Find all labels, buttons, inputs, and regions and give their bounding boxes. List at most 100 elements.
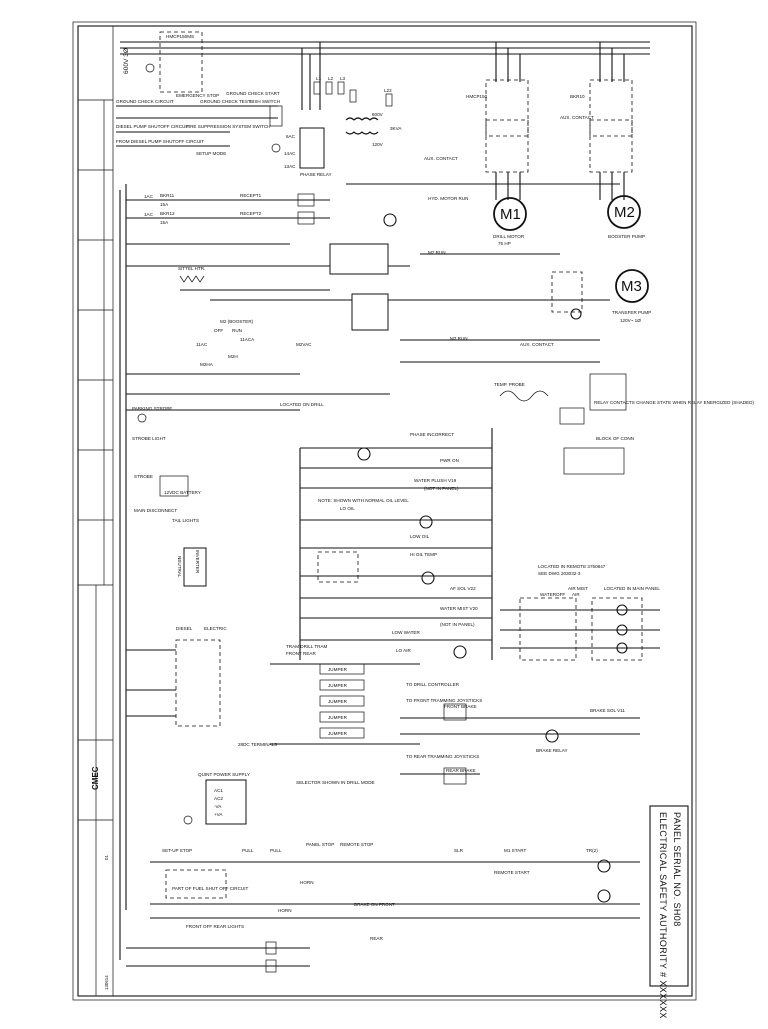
svg-text:BLOCK OF CONN: BLOCK OF CONN (596, 436, 634, 441)
lights-section: FRONT OFF REAR LIGHTS (126, 924, 310, 973)
svg-text:-VA: -VA (214, 804, 222, 809)
svg-text:TRANSFER PUMP: TRANSFER PUMP (612, 310, 651, 315)
svg-text:L2: L2 (328, 76, 334, 81)
motor-m2-id: M2 (614, 204, 635, 221)
svg-text:M1 START: M1 START (504, 848, 526, 853)
svg-text:AIR MIST: AIR MIST (568, 586, 588, 591)
svg-text:REMOTE STOP: REMOTE STOP (340, 842, 373, 847)
svg-text:TO REAR TRAMMING JOYSTICKS: TO REAR TRAMMING JOYSTICKS (406, 754, 479, 759)
svg-text:3KVA: 3KVA (390, 126, 402, 131)
gc-test: GROUND CHECK TEST (200, 99, 251, 104)
svg-text:12VDC BATTERY: 12VDC BATTERY (164, 490, 201, 495)
svg-text:13AC: 13AC (284, 164, 296, 169)
svg-text:RUN: RUN (232, 328, 242, 333)
svg-text:REAR: REAR (370, 936, 383, 941)
authority-box (649, 805, 689, 987)
svg-text:WATER: WATER (540, 592, 557, 597)
svg-text:L1: L1 (316, 76, 322, 81)
svg-text:HORN: HORN (300, 880, 314, 885)
svg-text:PHASE INCORRECT: PHASE INCORRECT (410, 432, 454, 437)
title-company: CMEC (91, 766, 100, 790)
svg-text:STROBE LIGHT: STROBE LIGHT (132, 436, 166, 441)
controller-box-1 (329, 243, 389, 275)
svg-text:STROBE: STROBE (134, 474, 153, 479)
svg-text:JUMPER: JUMPER (328, 715, 348, 720)
svg-text:TEMP. PROBE: TEMP. PROBE (494, 382, 525, 387)
inverter-label: INVERTER (195, 550, 200, 574)
svg-text:M2H: M2H (228, 354, 238, 359)
svg-text:RELAY CONTACTS CHANGE STATE WH: RELAY CONTACTS CHANGE STATE WHEN RELAY E… (594, 400, 754, 405)
motor-starters: HMCP150 M1 DRILL MOTOR 75 HP BKR10 M2 BO… (424, 42, 645, 246)
svg-text:HYD. MOTOR RUN: HYD. MOTOR RUN (428, 196, 469, 201)
svg-text:ELECTRIC: ELECTRIC (204, 626, 227, 631)
svg-text:TR(2): TR(2) (586, 848, 598, 853)
authority-line2: PANEL SERIAL NO. SH08 (672, 812, 682, 927)
svg-text:JUMPER: JUMPER (328, 731, 348, 736)
authority-line1: ELECTRICAL SAFETY AUTHORITY # XXXXXX (658, 812, 668, 1019)
svg-text:28DC TERMINALS: 28DC TERMINALS (238, 742, 277, 747)
outer-border (72, 21, 697, 1001)
svg-text:RECEPT2: RECEPT2 (240, 211, 262, 216)
svg-text:QUINT POWER SUPPLY: QUINT POWER SUPPLY (198, 772, 250, 777)
svg-text:HMCP150: HMCP150 (466, 94, 488, 99)
svg-text:SET-UP STOP: SET-UP STOP (162, 848, 192, 853)
svg-text:WATER MIST V20: WATER MIST V20 (440, 606, 478, 611)
svg-text:NEUTRAL: NEUTRAL (177, 556, 182, 578)
svg-text:REMOTE START: REMOTE START (494, 870, 530, 875)
svg-text:SLR: SLR (454, 848, 464, 853)
title-drawing-no: 130614 (104, 975, 109, 990)
svg-text:LOW OIL: LOW OIL (410, 534, 430, 539)
svg-text:TAIL LIGHTS: TAIL LIGHTS (172, 518, 199, 523)
svg-text:OFF: OFF (214, 328, 223, 333)
supply-disconnect (159, 31, 203, 93)
svg-text:NOTE: SHOWN WITH NORMAL OIL LE: NOTE: SHOWN WITH NORMAL OIL LEVEL (318, 498, 409, 503)
svg-text:DRILL MOTOR: DRILL MOTOR (493, 234, 525, 239)
bottom-rung: SET-UP STOP PULL PULL PANEL STOP REMOTE … (150, 842, 640, 941)
svg-text:14AC: 14AC (284, 151, 296, 156)
svg-text:SELECTOR SHOWN IN DRILL MODE: SELECTOR SHOWN IN DRILL MODE (296, 780, 375, 785)
supply-label: 600V 3Ø (123, 48, 130, 74)
gc-bish: BISH SWITCH (250, 99, 280, 104)
svg-text:120V~ 1Ø: 120V~ 1Ø (620, 318, 641, 323)
svg-text:PWR ON: PWR ON (440, 458, 459, 463)
supply-disconnect-label: HMCP150MS (166, 34, 194, 39)
svg-text:11ACA: 11ACA (240, 337, 255, 342)
inner-border (77, 25, 693, 997)
svg-text:15A: 15A (160, 220, 169, 225)
svg-text:JUMPER: JUMPER (328, 667, 348, 672)
three-phase-bus: 600V 3Ø HMCP150MS (120, 31, 650, 93)
control-transformer: 600V 120V 3KVA L22 (345, 88, 620, 185)
svg-text:(NOT IN PANEL): (NOT IN PANEL) (424, 486, 459, 491)
gc-estop: EMERGENCY STOP (176, 93, 219, 98)
svg-text:PULL: PULL (242, 848, 254, 853)
svg-text:AIR: AIR (572, 592, 580, 597)
breaker-rows: 1AC BKR11 15A RECEPT1 1AC BKR12 15A RECE… (126, 193, 397, 227)
svg-text:TRAM DRILL TRAM: TRAM DRILL TRAM (286, 644, 328, 649)
svg-text:BRAKE ON FRONT: BRAKE ON FRONT (354, 902, 395, 907)
fdp-label: FROM DIESEL PUMP SHUTOFF CIRCUIT (116, 139, 204, 144)
phase-relay (299, 127, 325, 169)
svg-text:L3: L3 (340, 76, 346, 81)
svg-text:AUX. CONTACT: AUX. CONTACT (424, 156, 458, 161)
svg-text:REAR BRAKE: REAR BRAKE (446, 768, 476, 773)
left-devices: PARKING STROBE STROBE LIGHT STROBE 12VDC… (132, 406, 207, 587)
svg-text:LOW WATER: LOW WATER (392, 630, 420, 635)
svg-text:MAIN DISCONNECT: MAIN DISCONNECT (134, 508, 177, 513)
inverter-box (183, 547, 207, 587)
motor-m3 (615, 269, 649, 303)
title-block: 130614 01 CMEC (91, 766, 109, 990)
svg-text:1AC: 1AC (144, 212, 154, 217)
ground-check-circuit: GROUND CHECK CIRCUIT EMERGENCY STOP GROU… (116, 91, 283, 156)
svg-text:BKR11: BKR11 (160, 193, 175, 198)
svg-text:AUX. CONTACT: AUX. CONTACT (560, 115, 594, 120)
svg-text:M3 RUN: M3 RUN (450, 336, 468, 341)
left-strip-columns (78, 99, 113, 585)
svg-text:LOCATED IN REMOTE 3750847: LOCATED IN REMOTE 3750847 (538, 564, 606, 569)
svg-text:AC2: AC2 (214, 796, 223, 801)
svg-text:15A: 15A (160, 202, 169, 207)
motor-m1 (493, 197, 527, 231)
motor-m3-id: M3 (621, 278, 642, 295)
svg-text:PULL: PULL (270, 848, 282, 853)
svg-text:BKR12: BKR12 (160, 211, 175, 216)
svg-text:RECEPT1: RECEPT1 (240, 193, 262, 198)
